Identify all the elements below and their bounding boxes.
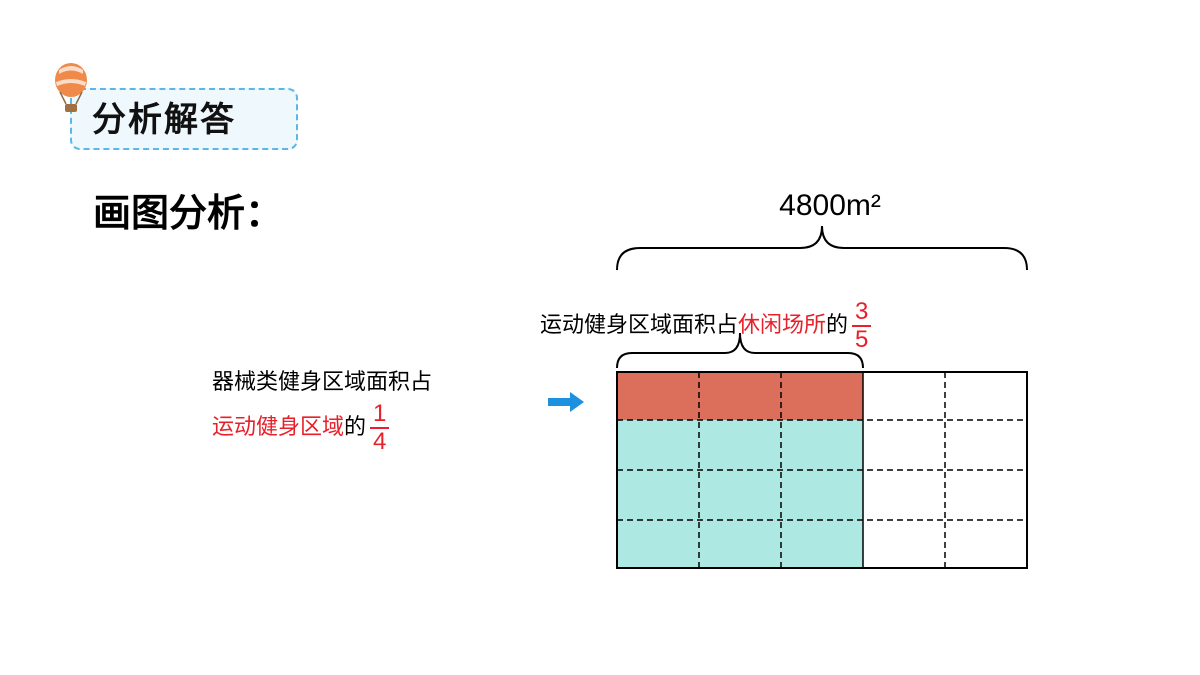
page-heading: 画图分析： (93, 191, 284, 235)
sports-area-brace (616, 332, 864, 369)
fraction-denominator: 4 (373, 428, 387, 455)
equipment-area-fill (617, 372, 863, 420)
section-badge (70, 88, 298, 150)
sports-area-fill (617, 420, 863, 568)
note-highlight: 运动健身区域 (212, 415, 345, 440)
grid-border (616, 371, 1028, 569)
sentence-highlight: 休闲场所 (738, 313, 827, 338)
fraction-numerator: 1 (373, 400, 387, 427)
fraction-numerator: 3 (855, 298, 869, 325)
note-line-1: 器械类健身区域面积占 (212, 370, 433, 395)
sentence-suffix: 的 (826, 313, 849, 338)
hot-air-balloon-icon (55, 63, 87, 112)
total-brace (616, 225, 1028, 271)
total-area-label: 4800m² (779, 189, 881, 222)
note-suffix: 的 (344, 415, 367, 440)
fraction-denominator: 5 (855, 326, 869, 353)
section-title: 分析解答 (92, 100, 236, 140)
right-arrow-icon (548, 392, 584, 412)
grid-group (616, 371, 1028, 569)
sentence-prefix: 运动健身区域面积占 (540, 313, 739, 338)
